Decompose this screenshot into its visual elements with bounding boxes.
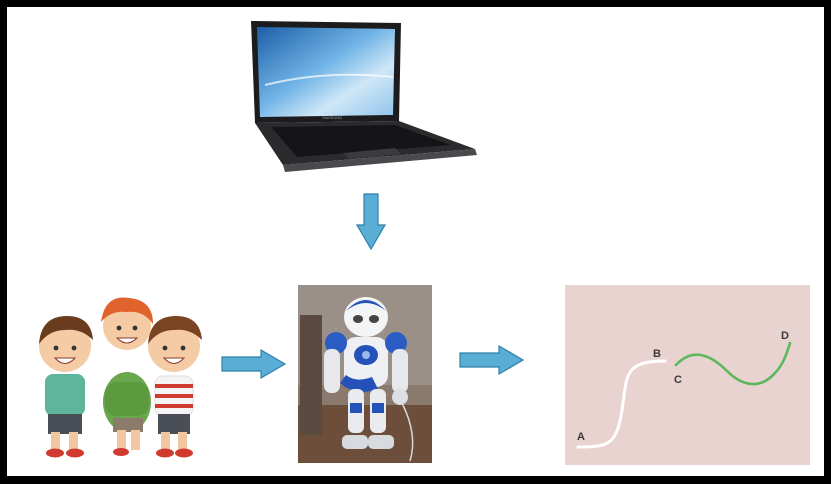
svg-text:SAMSUNG: SAMSUNG [322, 115, 342, 120]
point-label-d: D [781, 330, 789, 342]
children-group-icon [39, 297, 202, 458]
point-label-a: A [577, 431, 585, 443]
trajectory-plot: A B C D [565, 285, 810, 465]
trajectory-segment-cd [674, 341, 792, 386]
point-label-c: C [674, 374, 682, 386]
trajectory-segment-ab [576, 359, 667, 449]
diagram-canvas: SAMSUNG [7, 7, 824, 476]
arrow-down-laptop-to-robot [356, 193, 386, 251]
laptop-icon: SAMSUNG [251, 21, 477, 172]
arrow-right-children-to-robot [221, 348, 287, 380]
point-label-b: B [653, 348, 661, 360]
arrow-right-robot-to-trajectory [459, 344, 525, 376]
humanoid-robot-icon [298, 285, 432, 463]
trajectory-background [565, 285, 810, 465]
